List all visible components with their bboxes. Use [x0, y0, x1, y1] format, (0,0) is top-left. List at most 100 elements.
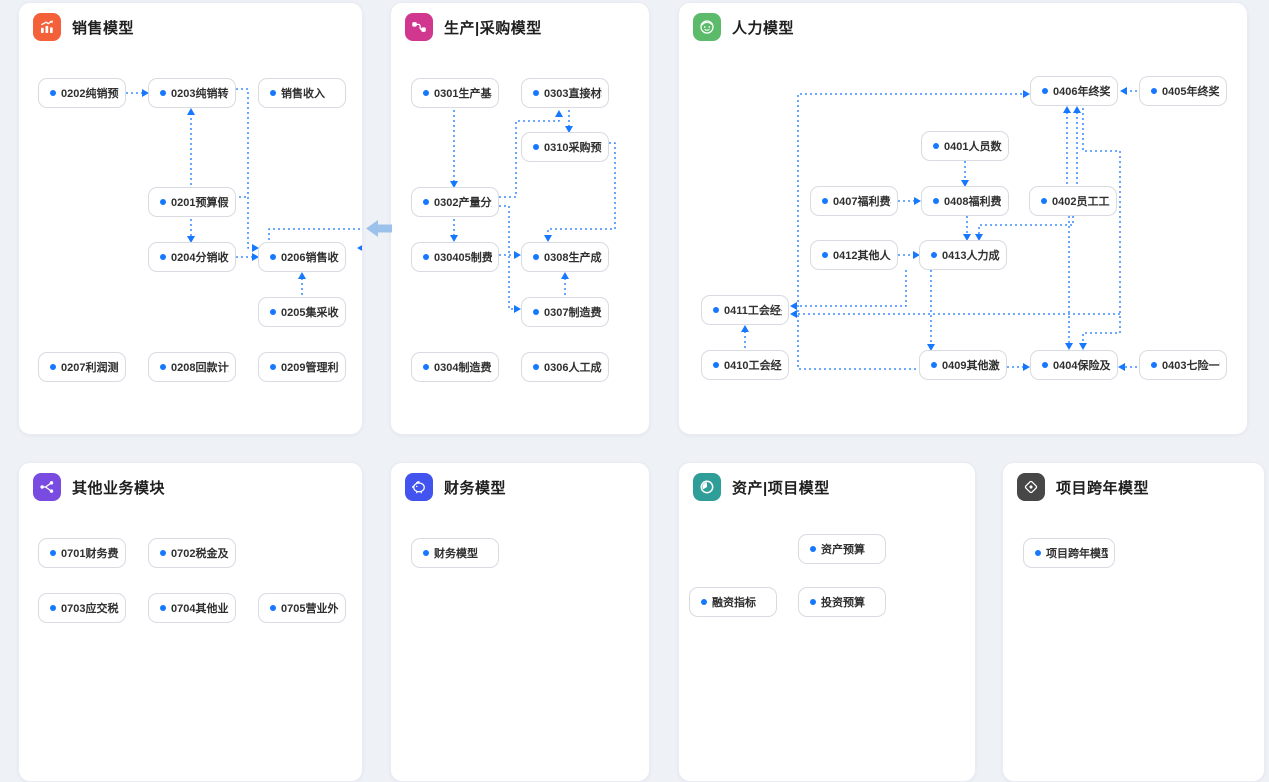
- model-node[interactable]: 0205集采收入: [258, 297, 346, 327]
- piggy-bank-icon: [405, 473, 433, 501]
- model-node[interactable]: 0702税金及附加: [148, 538, 236, 568]
- inter-card-link-arrow: [366, 220, 392, 237]
- model-node[interactable]: 0203纯销转收入: [148, 78, 236, 108]
- card-header: 生产|采购模型: [405, 13, 542, 41]
- model-node[interactable]: 0704其他业务...: [148, 593, 236, 623]
- model-node[interactable]: 0407福利费标准: [810, 186, 898, 216]
- model-node[interactable]: 0204分销收入: [148, 242, 236, 272]
- model-node[interactable]: 0402员工工资: [1029, 186, 1117, 216]
- node-bullet-icon: [933, 198, 939, 204]
- node-bullet-icon: [50, 550, 56, 556]
- model-node[interactable]: 0411工会经费: [701, 295, 789, 325]
- model-card-other-business: 其他业务模块 0701财务费用 0702税金及附加 0703应交税费 0704其他业务…: [18, 462, 363, 782]
- node-label: 0203纯销转收入: [171, 88, 229, 100]
- pie-chart-icon: [693, 473, 721, 501]
- node-bullet-icon: [533, 309, 539, 315]
- node-label: 0411工会经费: [724, 305, 782, 317]
- node-bullet-icon: [270, 364, 276, 370]
- card-title: 生产|采购模型: [444, 19, 542, 37]
- node-bullet-icon: [1151, 88, 1157, 94]
- node-label: 0209管理利润...: [281, 362, 339, 374]
- model-card-project-crossyear: 项目跨年模型 项目跨年模型: [1002, 462, 1265, 782]
- model-node[interactable]: 0308生产成本...: [521, 242, 609, 272]
- model-node[interactable]: 0703应交税费: [38, 593, 126, 623]
- model-node[interactable]: 030405制费分...: [411, 242, 499, 272]
- node-bullet-icon: [160, 199, 166, 205]
- node-label: 0403七险一金...: [1162, 360, 1220, 372]
- model-node[interactable]: 项目跨年模型: [1023, 538, 1115, 568]
- edge-layer: [1003, 463, 1264, 781]
- model-node[interactable]: 0304制造费用...: [411, 352, 499, 382]
- node-label: 0302产量分解: [434, 197, 492, 209]
- node-bullet-icon: [50, 90, 56, 96]
- model-node[interactable]: 0404保险及公...: [1030, 350, 1118, 380]
- model-node[interactable]: 资产预算: [798, 534, 886, 564]
- model-node[interactable]: 财务模型: [411, 538, 499, 568]
- node-label: 0303直接材料...: [544, 88, 602, 100]
- card-header: 人力模型: [693, 13, 794, 41]
- node-label: 0206销售收入...: [281, 252, 339, 264]
- node-label: 0208回款计划表: [171, 362, 229, 374]
- model-node[interactable]: 0206销售收入...: [258, 242, 346, 272]
- node-bullet-icon: [822, 198, 828, 204]
- node-bullet-icon: [50, 605, 56, 611]
- model-node[interactable]: 0408福利费: [921, 186, 1009, 216]
- model-node[interactable]: 0405年终奖系...: [1139, 76, 1227, 106]
- model-node[interactable]: 0301生产基本...: [411, 78, 499, 108]
- node-bullet-icon: [423, 90, 429, 96]
- node-bullet-icon: [1035, 550, 1041, 556]
- node-bullet-icon: [270, 254, 276, 260]
- node-label: 0207利润测算表: [61, 362, 119, 374]
- model-node[interactable]: 0208回款计划表: [148, 352, 236, 382]
- node-label: 0401人员数量: [944, 141, 1002, 153]
- node-label: 0412其他人力...: [833, 250, 891, 262]
- node-bullet-icon: [50, 364, 56, 370]
- model-node[interactable]: 0409其他激励: [919, 350, 1007, 380]
- model-node[interactable]: 销售收入: [258, 78, 346, 108]
- node-label: 0402员工工资: [1052, 196, 1110, 208]
- model-node[interactable]: 0406年终奖: [1030, 76, 1118, 106]
- model-node[interactable]: 0413人力成本...: [919, 240, 1007, 270]
- model-node[interactable]: 0202纯销预算: [38, 78, 126, 108]
- model-node[interactable]: 0201预算假设: [148, 187, 236, 217]
- node-label: 融资指标: [712, 597, 756, 609]
- node-label: 0304制造费用...: [434, 362, 492, 374]
- card-header: 其他业务模块: [33, 473, 165, 501]
- card-header: 项目跨年模型: [1017, 473, 1149, 501]
- node-bullet-icon: [713, 307, 719, 313]
- node-bullet-icon: [533, 364, 539, 370]
- node-bullet-icon: [701, 599, 707, 605]
- node-label: 0307制造费用...: [544, 307, 602, 319]
- node-bullet-icon: [533, 254, 539, 260]
- node-bullet-icon: [931, 252, 937, 258]
- model-node[interactable]: 0310采购预算: [521, 132, 609, 162]
- model-node[interactable]: 0403七险一金...: [1139, 350, 1227, 380]
- node-bullet-icon: [931, 362, 937, 368]
- node-bullet-icon: [160, 550, 166, 556]
- node-bullet-icon: [160, 605, 166, 611]
- model-node[interactable]: 0705营业外收支: [258, 593, 346, 623]
- model-node[interactable]: 0412其他人力...: [810, 240, 898, 270]
- model-node[interactable]: 0303直接材料...: [521, 78, 609, 108]
- model-node[interactable]: 0207利润测算表: [38, 352, 126, 382]
- node-label: 0405年终奖系...: [1162, 86, 1220, 98]
- node-label: 0413人力成本...: [942, 250, 1000, 262]
- node-label: 0404保险及公...: [1053, 360, 1111, 372]
- model-node[interactable]: 融资指标: [689, 587, 777, 617]
- model-node[interactable]: 0410工会经费...: [701, 350, 789, 380]
- model-node[interactable]: 0701财务费用: [38, 538, 126, 568]
- node-bullet-icon: [810, 599, 816, 605]
- model-node[interactable]: 投资预算: [798, 587, 886, 617]
- model-node[interactable]: 0209管理利润...: [258, 352, 346, 382]
- model-card-asset-project: 资产|项目模型 资产预算融资指标 投资预算: [678, 462, 976, 782]
- bar-chart-icon: [33, 13, 61, 41]
- models-overview-page: 销售模型 0202纯销预算0203纯销转收入销售收入0201预算假设0204分销…: [18, 2, 1265, 782]
- edge-layer: [391, 463, 649, 781]
- edge-layer: [679, 463, 975, 781]
- card-title: 资产|项目模型: [732, 479, 830, 497]
- node-bullet-icon: [1041, 198, 1047, 204]
- model-node[interactable]: 0306人工成本...: [521, 352, 609, 382]
- model-node[interactable]: 0307制造费用...: [521, 297, 609, 327]
- model-node[interactable]: 0401人员数量: [921, 131, 1009, 161]
- model-node[interactable]: 0302产量分解: [411, 187, 499, 217]
